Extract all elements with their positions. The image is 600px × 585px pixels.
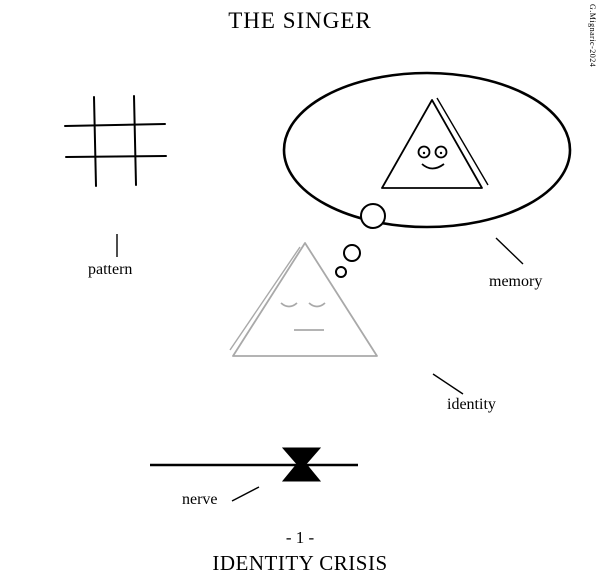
sleeping-left-eye bbox=[280, 302, 298, 308]
thought-circle-large bbox=[360, 203, 386, 229]
thought-chain bbox=[335, 203, 386, 278]
page-title: THE SINGER bbox=[228, 8, 372, 33]
nerve-hourglass bbox=[281, 447, 322, 482]
nerve-figure bbox=[150, 447, 358, 502]
grid-vertical-line-1 bbox=[93, 96, 97, 187]
thought-circle-medium bbox=[343, 244, 361, 262]
identity-pointer-line bbox=[432, 373, 464, 395]
grid-horizontal-line-2 bbox=[65, 155, 167, 158]
pattern-grid bbox=[64, 95, 167, 187]
grid-horizontal-line-1 bbox=[64, 123, 166, 127]
happy-smile bbox=[421, 163, 445, 170]
memory-thought-bubble bbox=[282, 71, 572, 229]
chapter-title: IDENTITY CRISIS bbox=[212, 551, 388, 575]
identity-triangle-echo-edge bbox=[229, 246, 301, 351]
label-pattern: pattern bbox=[88, 261, 133, 278]
label-identity: identity bbox=[447, 396, 496, 413]
happy-right-eye bbox=[434, 145, 448, 159]
identity-triangle bbox=[229, 242, 378, 357]
identity-triangle-outline bbox=[232, 242, 378, 357]
remembered-self-triangle bbox=[381, 97, 489, 189]
happy-triangle-echo-edge bbox=[436, 97, 489, 186]
happy-triangle-outline bbox=[381, 99, 483, 189]
artist-signature: G.Mignaric-2024 bbox=[588, 4, 597, 68]
memory-pointer-line bbox=[495, 237, 524, 265]
page-number: - 1 - bbox=[285, 528, 315, 547]
nerve-pointer-line bbox=[231, 486, 260, 502]
label-nerve: nerve bbox=[182, 491, 218, 508]
sleeping-right-eye bbox=[308, 302, 326, 308]
grid-vertical-line-2 bbox=[133, 95, 137, 186]
happy-left-pupil bbox=[422, 151, 426, 155]
happy-left-eye bbox=[417, 145, 431, 159]
label-memory: memory bbox=[489, 273, 543, 290]
happy-right-pupil bbox=[439, 151, 443, 155]
thought-circle-small bbox=[335, 266, 347, 278]
